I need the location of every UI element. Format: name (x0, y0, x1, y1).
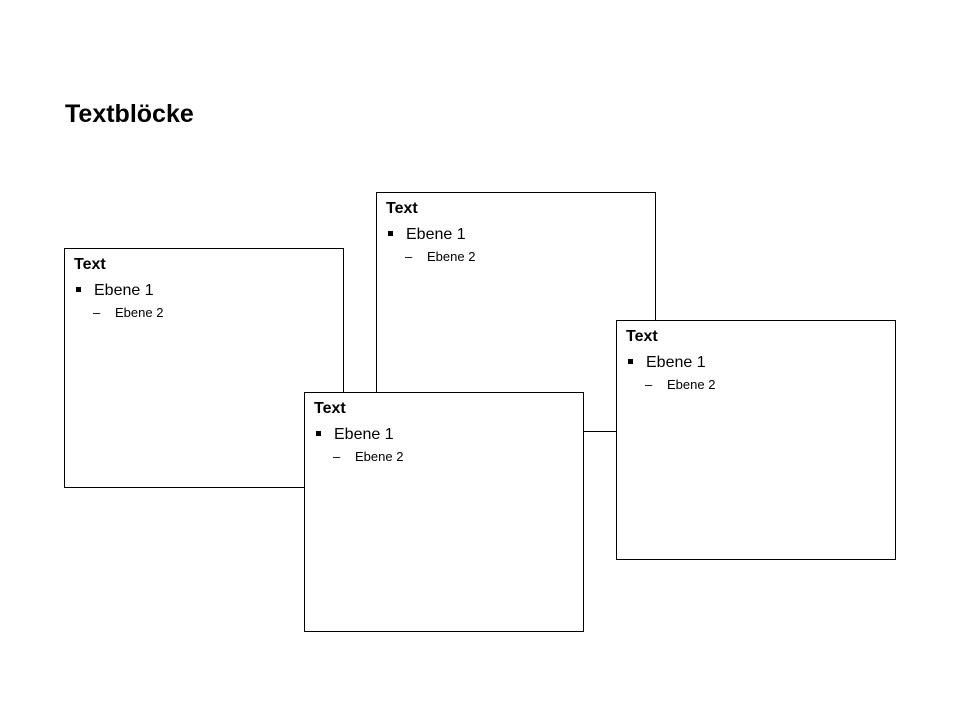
dash-bullet: – (645, 377, 653, 392)
level-2-text: Ebene 2 (667, 377, 716, 392)
dash-bullet: – (93, 305, 101, 320)
square-bullet-icon (388, 231, 393, 236)
level-1-text: Ebene 1 (646, 354, 706, 371)
level-2-text: Ebene 2 (115, 305, 164, 320)
square-bullet-icon (76, 287, 81, 292)
bullet-level-2: – Ebene 2 (386, 248, 646, 265)
bullet-level-1: Ebene 1 (386, 225, 646, 245)
bullet-level-1: Ebene 1 (314, 425, 574, 445)
block-heading: Text (314, 400, 346, 417)
text-block[interactable]: Text Ebene 1 – Ebene 2 (64, 248, 344, 488)
bullet-level-1: Ebene 1 (74, 281, 334, 301)
bullet-level-1: Ebene 1 (626, 353, 886, 373)
level-1-text: Ebene 1 (406, 226, 466, 243)
block-heading: Text (626, 328, 658, 345)
square-bullet-icon (628, 359, 633, 364)
level-1-text: Ebene 1 (94, 282, 154, 299)
text-block[interactable]: Text Ebene 1 – Ebene 2 (616, 320, 896, 560)
square-bullet-icon (316, 431, 321, 436)
block-heading: Text (74, 256, 106, 273)
slide-title: Textblöcke (65, 100, 194, 128)
level-2-text: Ebene 2 (355, 449, 404, 464)
bullet-level-2: – Ebene 2 (314, 448, 574, 465)
bullet-level-2: – Ebene 2 (74, 304, 334, 321)
dash-bullet: – (333, 449, 341, 464)
text-block[interactable]: Text Ebene 1 – Ebene 2 (304, 392, 584, 632)
block-heading: Text (386, 200, 418, 217)
bullet-level-2: – Ebene 2 (626, 376, 886, 393)
level-1-text: Ebene 1 (334, 426, 394, 443)
level-2-text: Ebene 2 (427, 249, 476, 264)
dash-bullet: – (405, 249, 413, 264)
